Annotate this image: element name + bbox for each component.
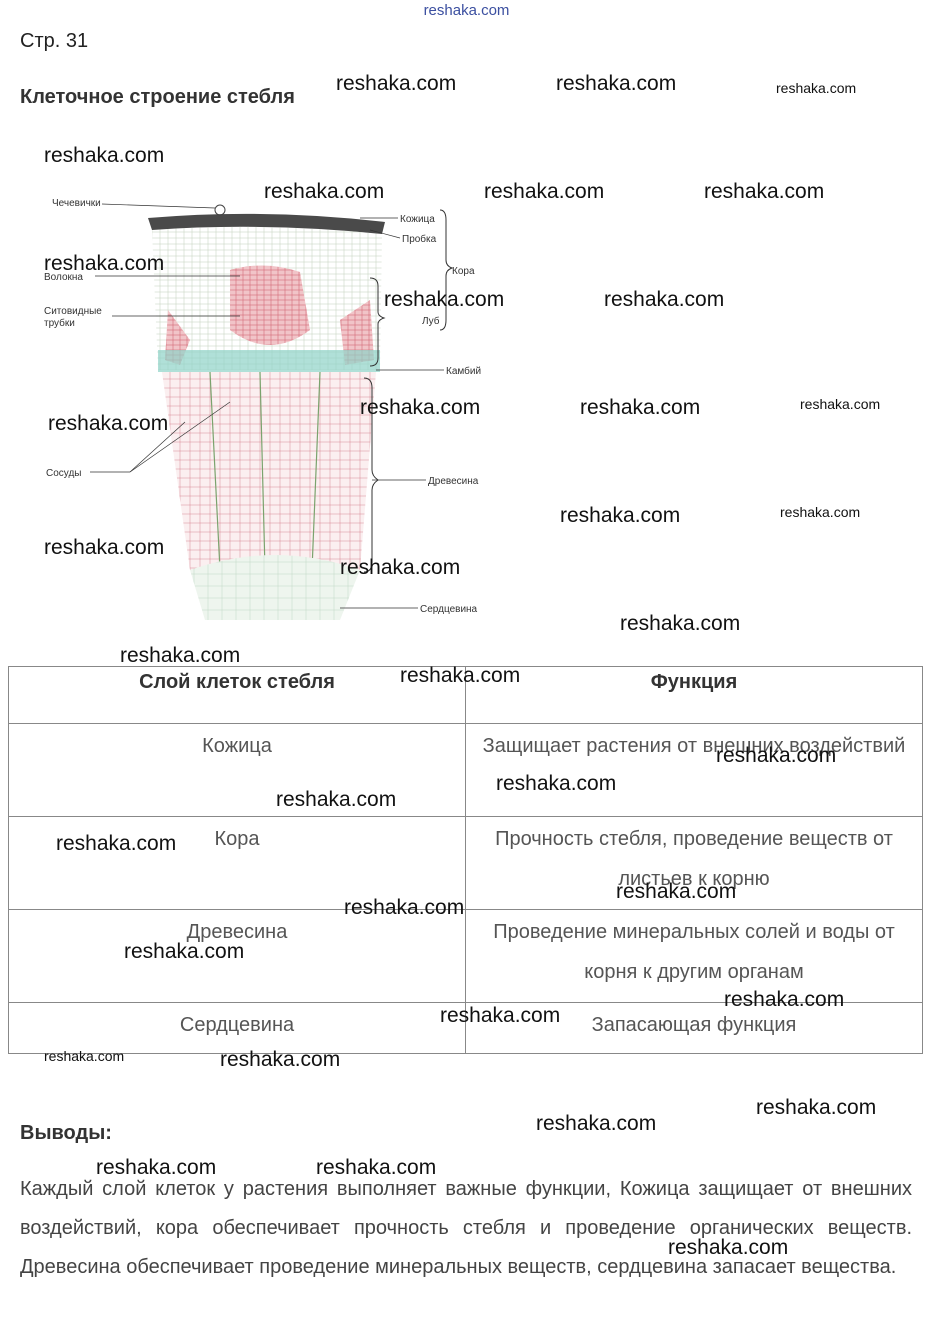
watermark: reshaka.com: [56, 832, 177, 855]
cortex-bracket: [439, 209, 454, 331]
wood-area: [162, 372, 376, 570]
cork-layer: [148, 213, 385, 234]
watermark: reshaka.com: [44, 536, 165, 559]
watermark: reshaka.com: [124, 940, 245, 963]
watermark: reshaka.com: [704, 180, 825, 203]
vessel-line-1: [209, 371, 221, 571]
watermark: reshaka.com: [344, 896, 465, 919]
watermark: reshaka.com: [400, 664, 521, 687]
label-volokna: Волокна: [44, 272, 83, 283]
table-row: Сердцевина Запасающая функция: [8, 1002, 923, 1054]
label-sosudy: Сосуды: [46, 468, 81, 479]
page-title: Клеточное строение стебля: [20, 86, 295, 108]
conclusions-text: Каждый слой клеток у растения выполняет …: [20, 1178, 912, 1278]
cell-function: Проведение минеральных солей и воды от к…: [465, 909, 923, 1003]
label-chechevichki: Чечевички: [52, 198, 101, 209]
watermark: reshaka.com: [780, 504, 861, 520]
watermark: reshaka.com: [336, 72, 457, 95]
conclusions-heading: Выводы:: [20, 1122, 112, 1144]
label-drevesina: Древесина: [428, 476, 479, 487]
watermark: reshaka.com: [756, 1096, 877, 1119]
table-row: Кора Прочность стебля, проведение вещест…: [8, 816, 923, 910]
watermark: reshaka.com: [316, 1156, 437, 1179]
watermark: reshaka.com: [264, 180, 385, 203]
bast-area-right: [340, 300, 374, 365]
table-row: Кожица Защищает растения от внешних возд…: [8, 723, 923, 817]
watermark: reshaka.com: [560, 504, 681, 527]
top-site-watermark: reshaka.com: [423, 2, 510, 19]
watermark: reshaka.com: [556, 72, 677, 95]
table-header-layer: Слой клеток стебля: [8, 666, 466, 724]
watermark: reshaka.com: [48, 412, 169, 435]
watermark: reshaka.com: [616, 880, 737, 903]
watermark: reshaka.com: [536, 1112, 657, 1135]
watermark: reshaka.com: [776, 80, 857, 96]
label-serdtsevina: Сердцевина: [420, 604, 478, 615]
label-kora: Кора: [452, 266, 475, 277]
label-kozhitsa: Кожица: [400, 214, 435, 225]
cell-function: Запасающая функция: [465, 1002, 923, 1054]
cell-function: Защищает растения от внешних воздействий: [465, 723, 923, 817]
pith-area: [190, 555, 360, 620]
label-trubki: трубки: [44, 317, 75, 329]
cell-layer: Кора: [8, 816, 466, 910]
stem-diagram: Чечевички Кожица Пробка Кора Волокна Сит…: [44, 198, 481, 620]
watermark: reshaka.com: [668, 1236, 789, 1259]
vessel-line-2: [259, 371, 266, 571]
watermark: reshaka.com: [724, 988, 845, 1011]
table-header-row: Слой клеток стебля Функция: [8, 666, 923, 724]
watermark: reshaka.com: [604, 288, 725, 311]
watermark: reshaka.com: [496, 772, 617, 795]
page-reference: Стр. 31: [20, 30, 89, 52]
label-kambiy: Камбий: [446, 365, 481, 377]
label-probka: Пробка: [402, 233, 437, 245]
watermark: reshaka.com: [340, 556, 461, 579]
cell-layer: Сердцевина: [8, 1002, 466, 1054]
vessel-line-3: [311, 371, 321, 571]
watermark: reshaka.com: [716, 744, 837, 767]
watermark: reshaka.com: [440, 1004, 561, 1027]
label-sitovidnye: Ситовидные: [44, 306, 102, 317]
watermark: reshaka.com: [800, 396, 881, 412]
watermark: reshaka.com: [220, 1048, 341, 1071]
stem-cross-section-figure: Чечевички Кожица Пробка Кора Волокна Сит…: [40, 190, 500, 630]
stem-layers-table: Слой клеток стебля Функция Кожица Защища…: [8, 666, 923, 1054]
table-row: Древесина Проведение минеральных солей и…: [8, 909, 923, 1003]
cambium-band: [158, 350, 380, 372]
watermark: reshaka.com: [44, 144, 165, 167]
watermark: reshaka.com: [96, 1156, 217, 1179]
watermark: reshaka.com: [44, 252, 165, 275]
cell-layer: Древесина: [8, 909, 466, 1003]
watermark: reshaka.com: [44, 1048, 125, 1064]
watermark: reshaka.com: [384, 288, 505, 311]
watermark: reshaka.com: [120, 644, 241, 667]
label-lub: Луб: [422, 315, 440, 327]
watermark: reshaka.com: [484, 180, 605, 203]
fibers-area: [230, 265, 310, 345]
watermark: reshaka.com: [360, 396, 481, 419]
watermark: reshaka.com: [620, 612, 741, 635]
table-header-function: Функция: [465, 666, 923, 724]
cell-function: Прочность стебля, проведение веществ от …: [465, 816, 923, 910]
watermark: reshaka.com: [276, 788, 397, 811]
watermark: reshaka.com: [580, 396, 701, 419]
bast-bracket: [369, 277, 386, 367]
cell-layer: Кожица: [8, 723, 466, 817]
lenticel-shape: [214, 204, 226, 216]
